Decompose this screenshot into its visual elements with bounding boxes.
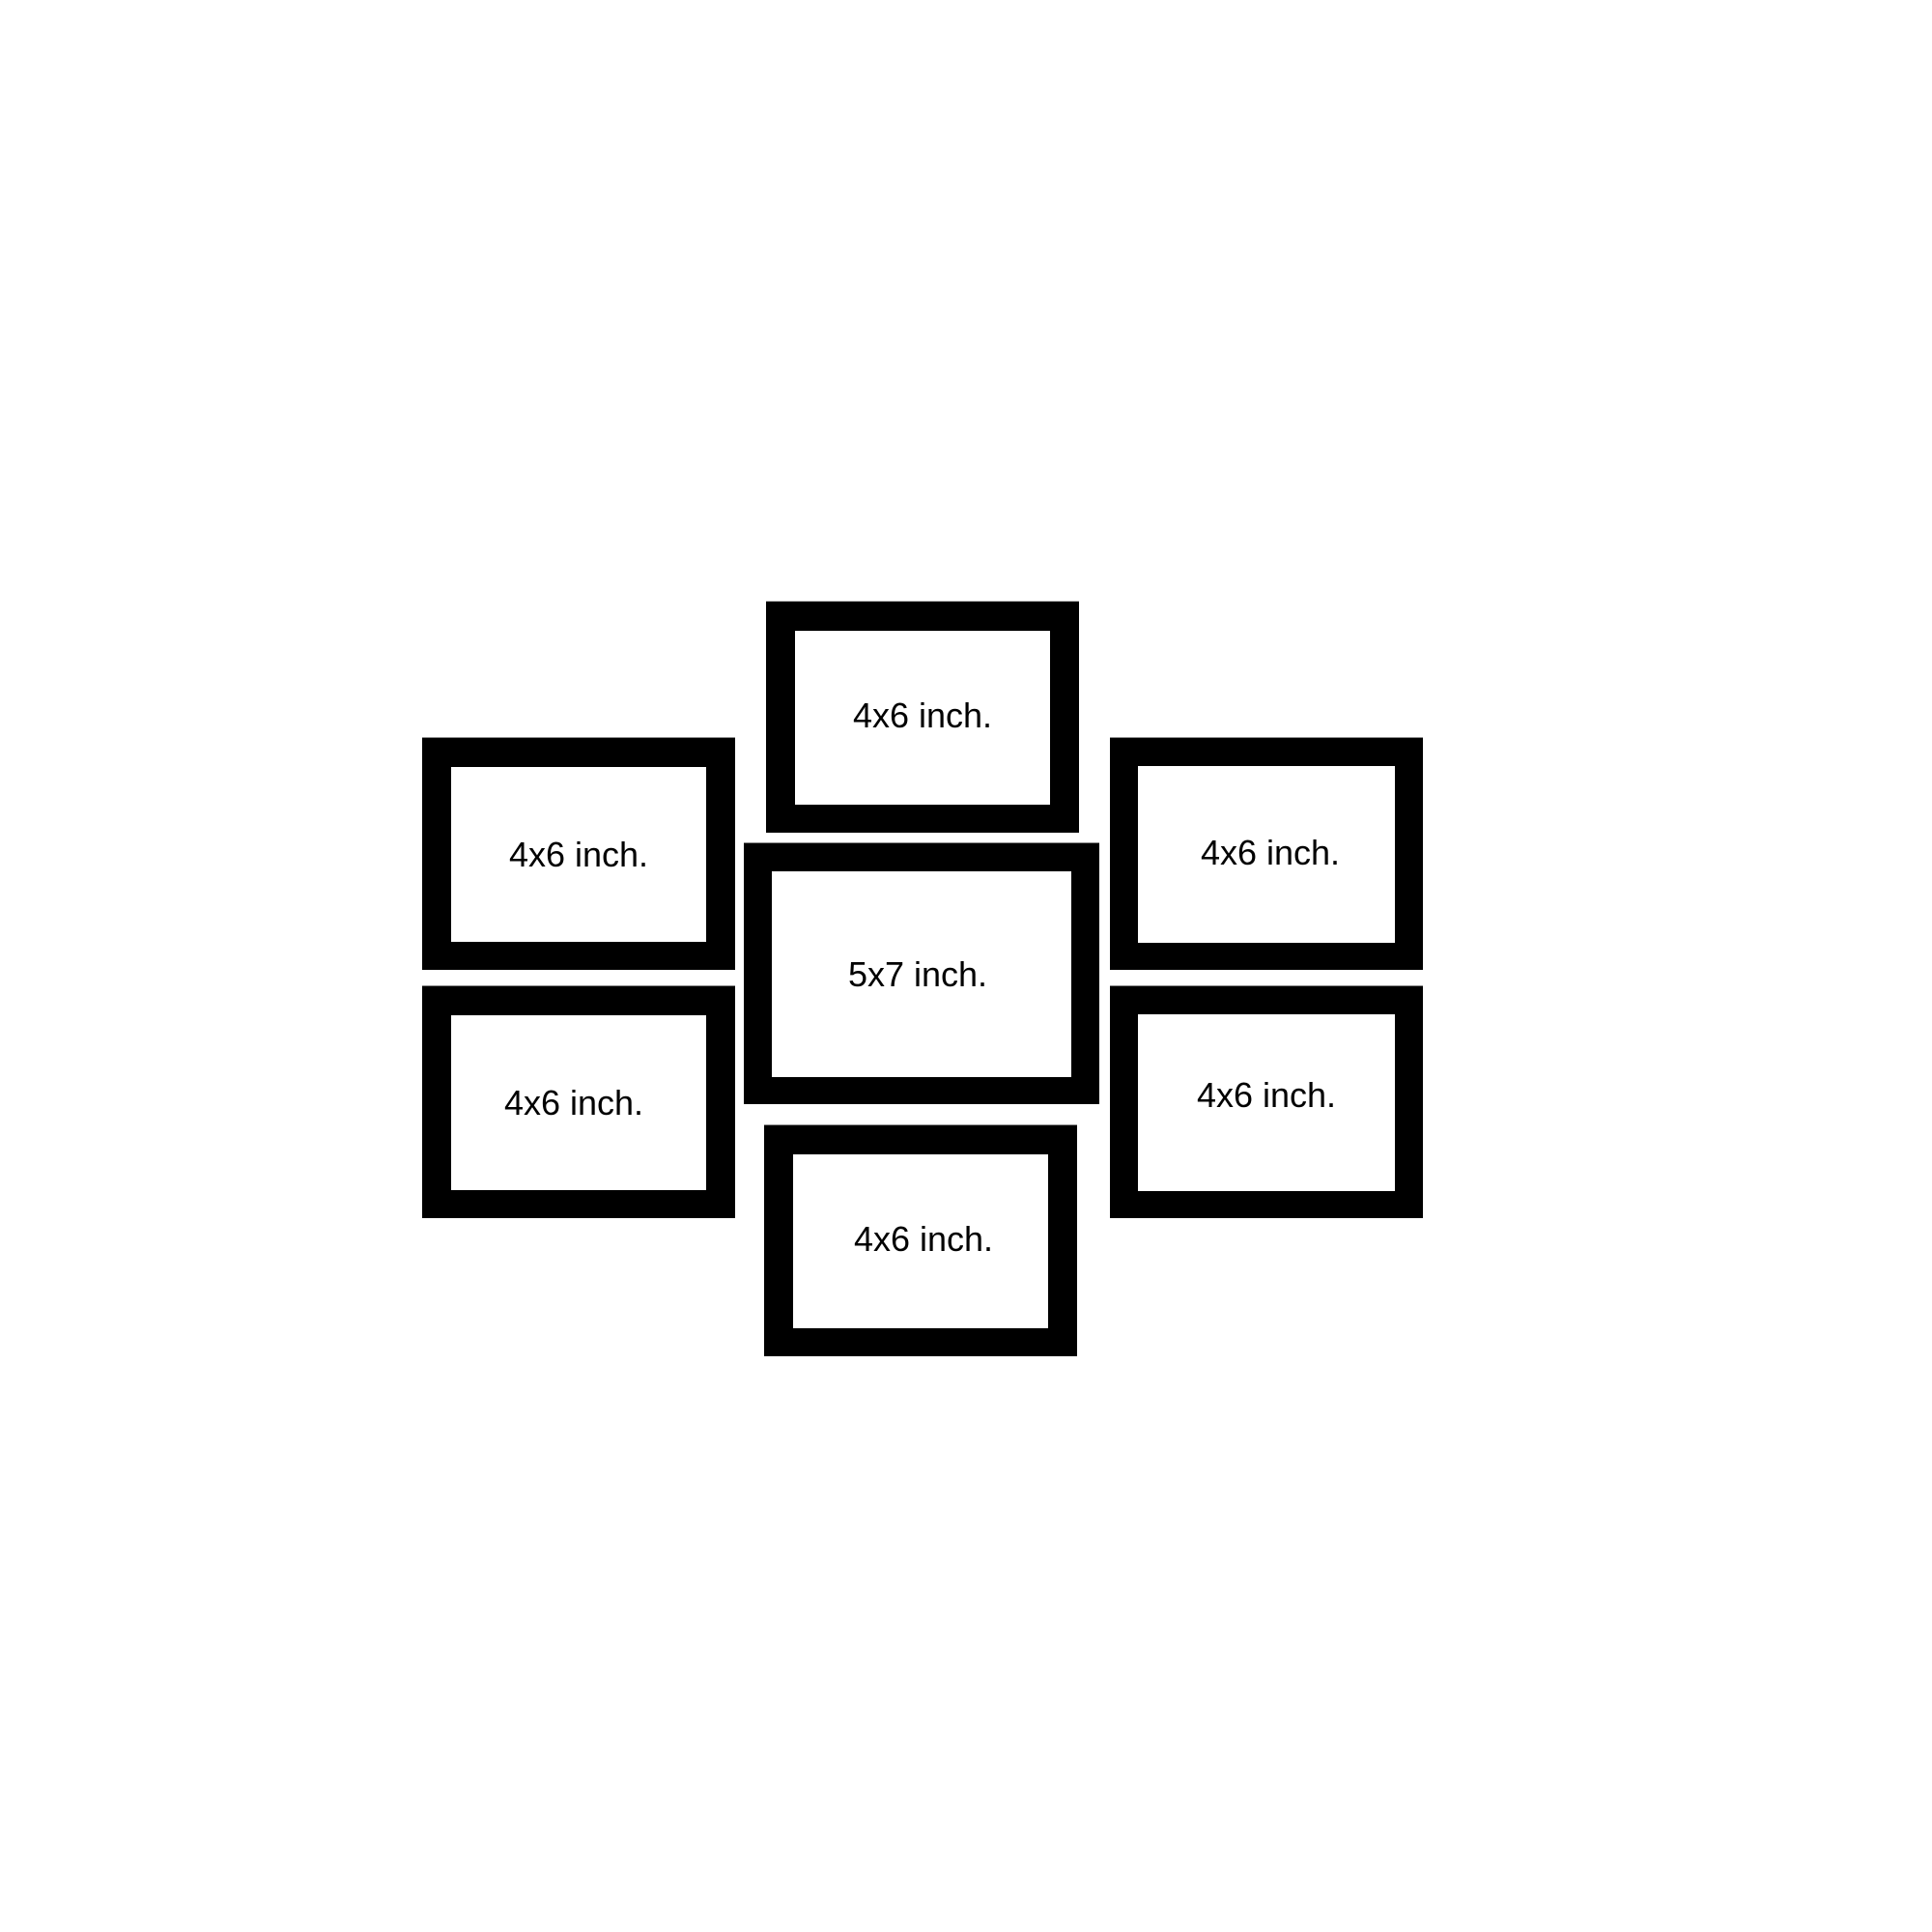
frame-size-label: 4x6 inch.: [853, 1219, 994, 1259]
frame-left-bottom: 4x6 inch.: [422, 985, 735, 1218]
frame-mat: 5x7 inch.: [772, 871, 1071, 1077]
frame-left-top: 4x6 inch.: [422, 737, 735, 970]
frame-right-bottom: 4x6 inch.: [1110, 985, 1423, 1218]
frame-size-label: 4x6 inch.: [852, 696, 993, 735]
frame-mat: 4x6 inch.: [793, 1154, 1048, 1328]
frame-size-label: 4x6 inch.: [503, 1082, 644, 1122]
frame-bottom: 4x6 inch.: [764, 1124, 1077, 1356]
frame-mat: 4x6 inch.: [795, 631, 1050, 805]
frame-top: 4x6 inch.: [766, 601, 1079, 833]
frame-right-top: 4x6 inch.: [1110, 737, 1423, 970]
frame-mat: 4x6 inch.: [1138, 766, 1395, 943]
frame-center: 5x7 inch.: [744, 842, 1099, 1104]
frame-mat: 4x6 inch.: [451, 1015, 706, 1190]
frame-size-label: 4x6 inch.: [508, 834, 649, 874]
frame-size-label: 4x6 inch.: [1196, 1074, 1337, 1115]
frame-size-label: 4x6 inch.: [1200, 832, 1341, 872]
frame-mat: 4x6 inch.: [451, 767, 706, 942]
frame-mat: 4x6 inch.: [1138, 1014, 1395, 1191]
frame-size-label: 5x7 inch.: [847, 953, 988, 994]
